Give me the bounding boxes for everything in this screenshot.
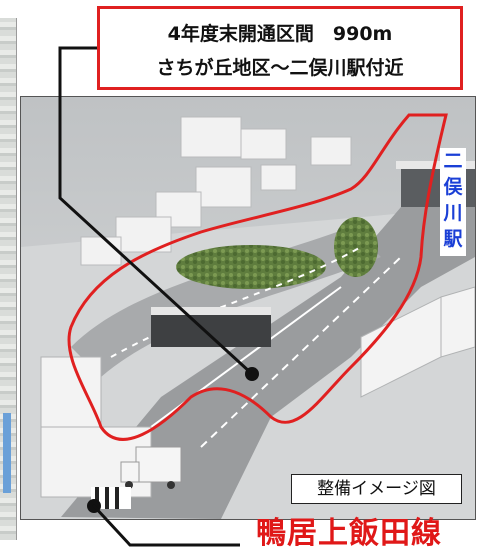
callout-line-area: さちが丘地区〜二俣川駅付近 <box>156 57 404 79</box>
rendering-illustration <box>21 97 475 519</box>
left-map-strip <box>0 18 17 540</box>
road-name-label: 鴨居上飯田線 <box>256 516 442 551</box>
station-char: 二 <box>443 150 463 172</box>
greenery <box>176 245 326 289</box>
image-badge: 整備イメージ図 <box>291 474 462 504</box>
section-callout: 4年度末開通区間 990m さちが丘地区〜二俣川駅付近 <box>97 6 463 90</box>
aerial-rendering <box>20 96 476 520</box>
map-river <box>3 413 11 493</box>
buildings-top <box>80 116 352 266</box>
station-char: 駅 <box>443 228 463 250</box>
callout-line-section: 4年度末開通区間 990m <box>167 23 393 45</box>
opening-section-outline <box>67 113 448 441</box>
station-label: 二 俣 川 駅 <box>440 148 466 256</box>
truck <box>120 446 182 489</box>
station-char: 俣 <box>443 176 463 198</box>
station-char: 川 <box>443 202 463 224</box>
